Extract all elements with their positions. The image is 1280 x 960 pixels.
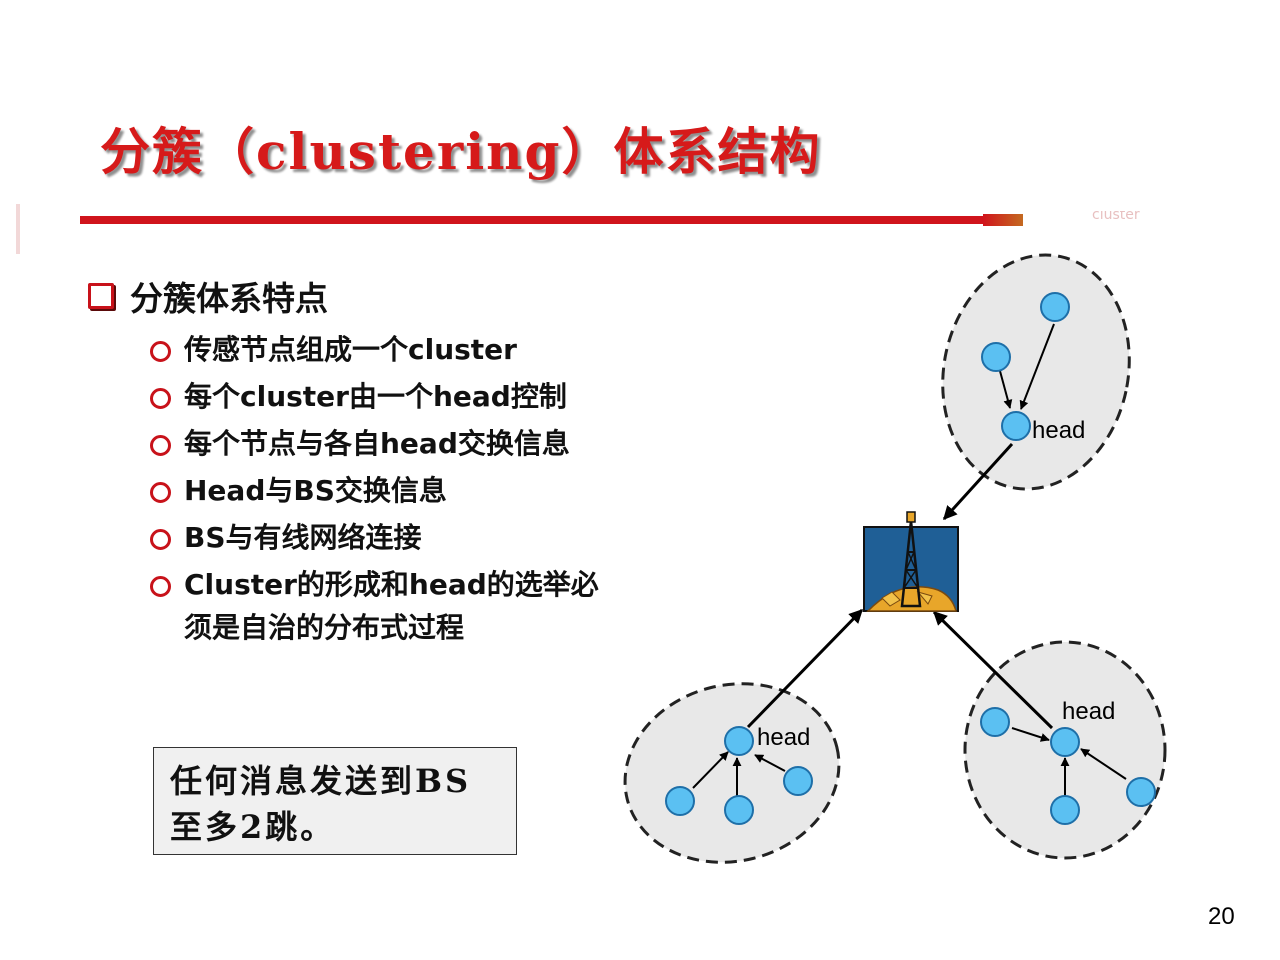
bullet-list: 分簇体系特点 传感节点组成一个cluster 每个cluster由一个head控…	[88, 272, 599, 648]
sensor-node	[665, 786, 695, 816]
arrow-member-to-head	[999, 370, 1013, 409]
heading-item: 分簇体系特点	[88, 272, 599, 320]
left-edge-decoration	[16, 204, 20, 254]
sensor-node	[981, 342, 1011, 372]
head-label: head	[757, 724, 810, 751]
page-number: 20	[1208, 903, 1235, 930]
sensor-node	[980, 707, 1010, 737]
rule-ghost-text: cluster	[1092, 211, 1140, 219]
cluster-diagram-svg: head head head	[623, 253, 1167, 864]
list-item-text: Head与BS交换信息	[184, 474, 447, 507]
list-item: 每个cluster由一个head控制	[150, 373, 599, 420]
arrow-left-head-to-bs	[746, 608, 864, 729]
arrow-right-head-to-bs	[932, 610, 1054, 730]
list-item-text: 每个节点与各自head交换信息	[184, 427, 570, 460]
arrow-member-to-head	[754, 754, 786, 772]
note-line-2: 至多2跳。	[170, 808, 336, 846]
tower-base-station-icon	[863, 511, 959, 612]
arrow-member-to-head	[1080, 748, 1127, 780]
arrow-member-to-head	[1011, 727, 1050, 742]
sensor-node	[1040, 292, 1070, 322]
head-label: head	[1032, 417, 1085, 444]
ring-bullet-icon	[150, 576, 171, 597]
list-item-text: 每个cluster由一个head控制	[184, 380, 567, 413]
head-node-left	[724, 726, 754, 756]
note-line-1: 任何消息发送到BS	[170, 762, 472, 800]
heading-text: 分簇体系特点	[130, 279, 328, 318]
cluster-bottom-left-region	[623, 682, 841, 864]
title-rule-end	[983, 214, 1023, 226]
note-box: 任何消息发送到BS 至多2跳。	[153, 747, 517, 855]
title-rule	[80, 216, 1015, 224]
arrow-member-to-head	[1019, 323, 1055, 410]
cluster-diagram: head head head	[600, 240, 1180, 880]
ring-bullet-icon	[150, 341, 171, 362]
list-item: 每个节点与各自head交换信息	[150, 420, 599, 467]
list-item: Head与BS交换信息	[150, 467, 599, 514]
sensor-node	[1050, 795, 1080, 825]
sensor-node	[783, 766, 813, 796]
list-item: BS与有线网络连接	[150, 514, 599, 561]
head-label: head	[1062, 698, 1115, 725]
sensor-node	[724, 795, 754, 825]
square-bullet-icon	[88, 283, 114, 309]
list-item-text: BS与有线网络连接	[184, 521, 422, 554]
ring-bullet-icon	[150, 435, 171, 456]
list-item: 传感节点组成一个cluster	[150, 326, 599, 373]
ring-bullet-icon	[150, 388, 171, 409]
list-item-text: Cluster的形成和head的选举必	[184, 568, 599, 601]
ring-bullet-icon	[150, 529, 171, 550]
slide-title: 分簇（clustering）体系结构	[100, 122, 822, 181]
ring-bullet-icon	[150, 482, 171, 503]
arrow-top-head-to-bs	[942, 442, 1014, 521]
arrow-member-to-head	[692, 751, 729, 789]
cluster-top-region	[941, 253, 1131, 491]
list-item-continuation: 须是自治的分布式过程	[184, 611, 465, 644]
list-item-text: 传感节点组成一个cluster	[184, 333, 517, 366]
head-node-top	[1001, 411, 1031, 441]
head-node-right	[1050, 727, 1080, 757]
list-item: Cluster的形成和head的选举必 须是自治的分布式过程	[150, 561, 599, 648]
sensor-node	[1126, 777, 1156, 807]
